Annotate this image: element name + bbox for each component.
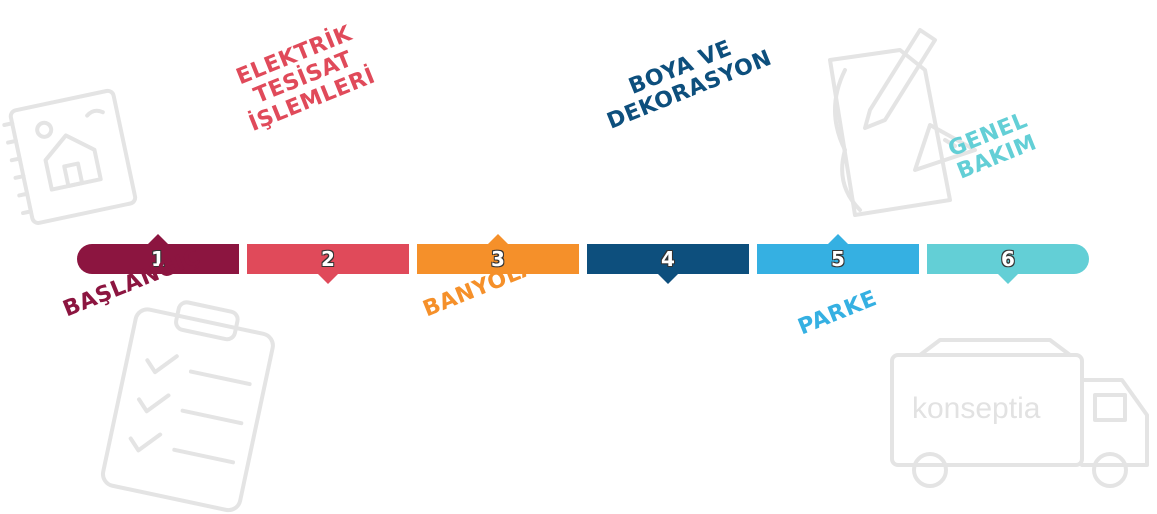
watermark-text: konseptia [912, 392, 1041, 425]
truck-icon [890, 338, 1149, 488]
step-label-5: PARKE [794, 286, 881, 341]
timeline-step-1: 1 [77, 234, 239, 274]
checklist-icon [100, 300, 275, 513]
step-number: 6 [1001, 247, 1015, 271]
step-notch-6 [998, 274, 1018, 284]
blueprint-pencil-icon [828, 28, 977, 217]
step-notch-2 [318, 274, 338, 284]
house-sketch-icon [2, 88, 138, 225]
step-number: 3 [491, 247, 505, 271]
step-notch-4 [658, 274, 678, 284]
timeline-step-3: 3 [417, 234, 579, 274]
timeline-step-5: 5 [757, 234, 919, 274]
timeline-step-4: 4 [587, 244, 749, 284]
step-number: 5 [831, 247, 845, 271]
timeline-step-6: 6 [927, 244, 1089, 284]
timeline-step-2: 2 [247, 244, 409, 284]
step-notch-3 [488, 234, 508, 244]
step-number: 1 [151, 247, 165, 271]
step-notch-5 [828, 234, 848, 244]
step-number: 4 [661, 247, 675, 271]
step-number: 2 [321, 247, 335, 271]
step-notch-1 [148, 234, 168, 244]
